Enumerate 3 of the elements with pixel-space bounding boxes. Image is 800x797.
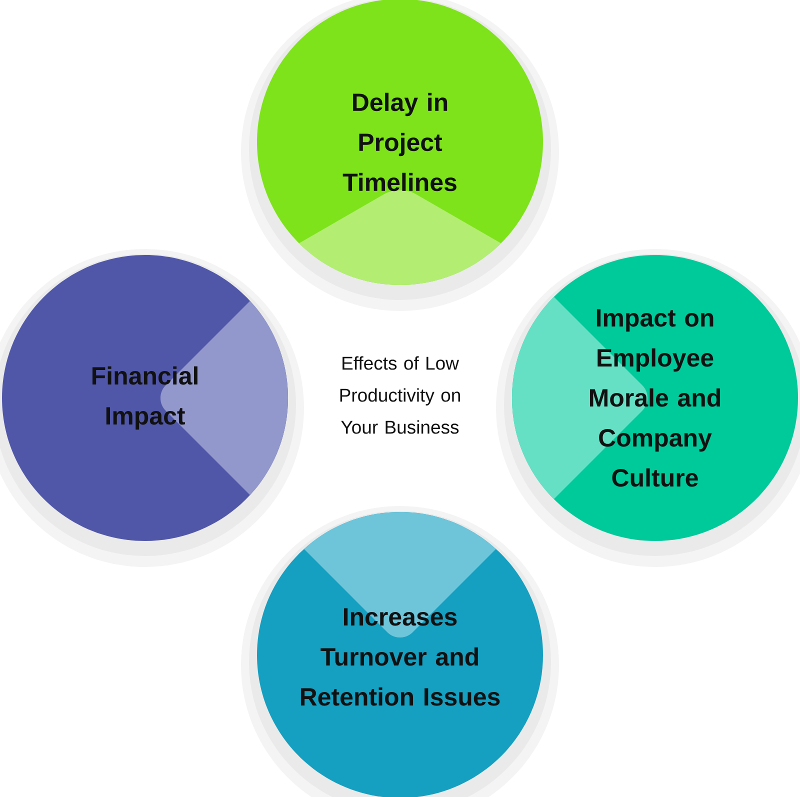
- node-label: Delay in Project Timelines: [342, 92, 456, 192]
- center-title: Effects of Low Productivity on Your Business: [340, 356, 460, 434]
- node-label: Turnover and Retention Issues: [300, 647, 500, 706]
